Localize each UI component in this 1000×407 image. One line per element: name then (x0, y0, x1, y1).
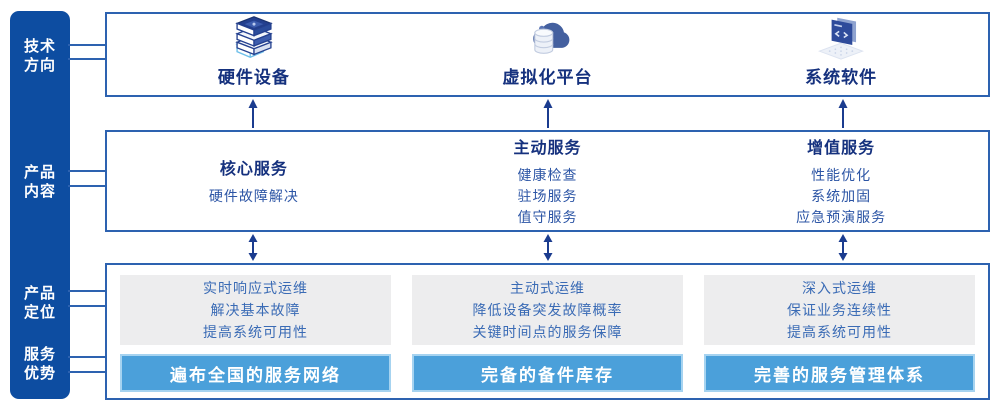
positioning-line: 降低设备突发故障概率 (472, 302, 623, 318)
tech-item-hardware: 硬件设备 (107, 14, 401, 95)
connector-line (68, 305, 107, 307)
positioning-line: 提高系统可用性 (787, 324, 892, 340)
up-arrow (248, 99, 258, 128)
positioning-line: 主动式运维 (510, 280, 585, 296)
cloud-database-icon (532, 22, 569, 54)
sidebar-label-tech-direction: 技术 方向 (23, 38, 56, 74)
category-sidebar: 技术 方向 产品 内容 产品 定位 服务 优势 (10, 11, 70, 399)
positioning-line: 提高系统可用性 (203, 324, 308, 340)
connector-line (68, 371, 107, 373)
positioning-column-proactive: 主动式运维 降低设备突发故障概率 关键时间点的服务保障 完备的备件库存 (412, 275, 683, 392)
connector-line (68, 290, 107, 292)
sidebar-label-product-content: 产品 内容 (23, 164, 56, 200)
tech-item-label: 硬件设备 (217, 68, 290, 87)
server-stack-icon (235, 16, 273, 59)
tech-item-virtualization: 虚拟化平台 (401, 14, 695, 95)
code-window-icon (818, 17, 865, 60)
connector-line (68, 58, 107, 60)
service-item: 应急预演服务 (796, 209, 887, 225)
sidebar-label-service-advantage: 服务 优势 (23, 346, 56, 382)
up-arrow (543, 99, 553, 128)
service-column-core: 核心服务 硬件故障解决 (107, 132, 401, 230)
double-arrow (248, 234, 258, 261)
connector-line (68, 356, 107, 358)
tech-direction-panel: 硬件设备 虚拟化平台 (105, 12, 990, 97)
connector-line (68, 170, 107, 172)
up-arrow (838, 99, 848, 128)
product-content-panel: 核心服务 硬件故障解决 主动服务 健康检查 驻场服务 值守服务 增值服务 性能优… (105, 130, 990, 232)
positioning-line: 实时响应式运维 (203, 280, 308, 296)
positioning-line: 保证业务连续性 (787, 302, 892, 318)
positioning-line: 深入式运维 (802, 280, 877, 296)
tech-item-system-software: 系统软件 (694, 14, 988, 95)
service-item: 驻场服务 (517, 188, 578, 204)
advantage-banner: 完备的备件库存 (412, 354, 683, 392)
service-column-proactive: 主动服务 健康检查 驻场服务 值守服务 (401, 132, 695, 230)
sidebar-label-product-position: 产品 定位 (23, 285, 56, 321)
positioning-line: 关键时间点的服务保障 (472, 324, 623, 340)
tech-item-label: 系统软件 (805, 68, 878, 87)
positioning-card: 实时响应式运维 解决基本故障 提高系统可用性 (120, 275, 391, 345)
positioning-row: 实时响应式运维 解决基本故障 提高系统可用性 遍布全国的服务网络 主动式运维 降… (107, 265, 988, 392)
service-column-title: 主动服务 (513, 140, 582, 157)
advantage-banner: 完善的服务管理体系 (704, 354, 975, 392)
service-column-title: 增值服务 (807, 140, 876, 157)
advantage-banner: 遍布全国的服务网络 (120, 354, 391, 392)
positioning-column-deep: 深入式运维 保证业务连续性 提高系统可用性 完善的服务管理体系 (704, 275, 975, 392)
positioning-line: 解决基本故障 (210, 302, 301, 318)
positioning-card: 深入式运维 保证业务连续性 提高系统可用性 (704, 275, 975, 345)
service-column-title: 核心服务 (219, 161, 288, 178)
positioning-panel: 实时响应式运维 解决基本故障 提高系统可用性 遍布全国的服务网络 主动式运维 降… (105, 263, 990, 400)
double-arrow (543, 234, 553, 261)
service-item: 系统加固 (811, 188, 872, 204)
service-item: 值守服务 (517, 209, 578, 225)
double-arrow (838, 234, 848, 261)
service-column-value-added: 增值服务 性能优化 系统加固 应急预演服务 (694, 132, 988, 230)
tech-item-label: 虚拟化平台 (502, 68, 593, 87)
service-item: 健康检查 (517, 167, 578, 183)
connector-line (68, 44, 107, 46)
positioning-column-realtime: 实时响应式运维 解决基本故障 提高系统可用性 遍布全国的服务网络 (120, 275, 391, 392)
positioning-card: 主动式运维 降低设备突发故障概率 关键时间点的服务保障 (412, 275, 683, 345)
service-item: 性能优化 (811, 167, 872, 183)
connector-line (68, 185, 107, 187)
service-item: 硬件故障解决 (208, 188, 299, 204)
